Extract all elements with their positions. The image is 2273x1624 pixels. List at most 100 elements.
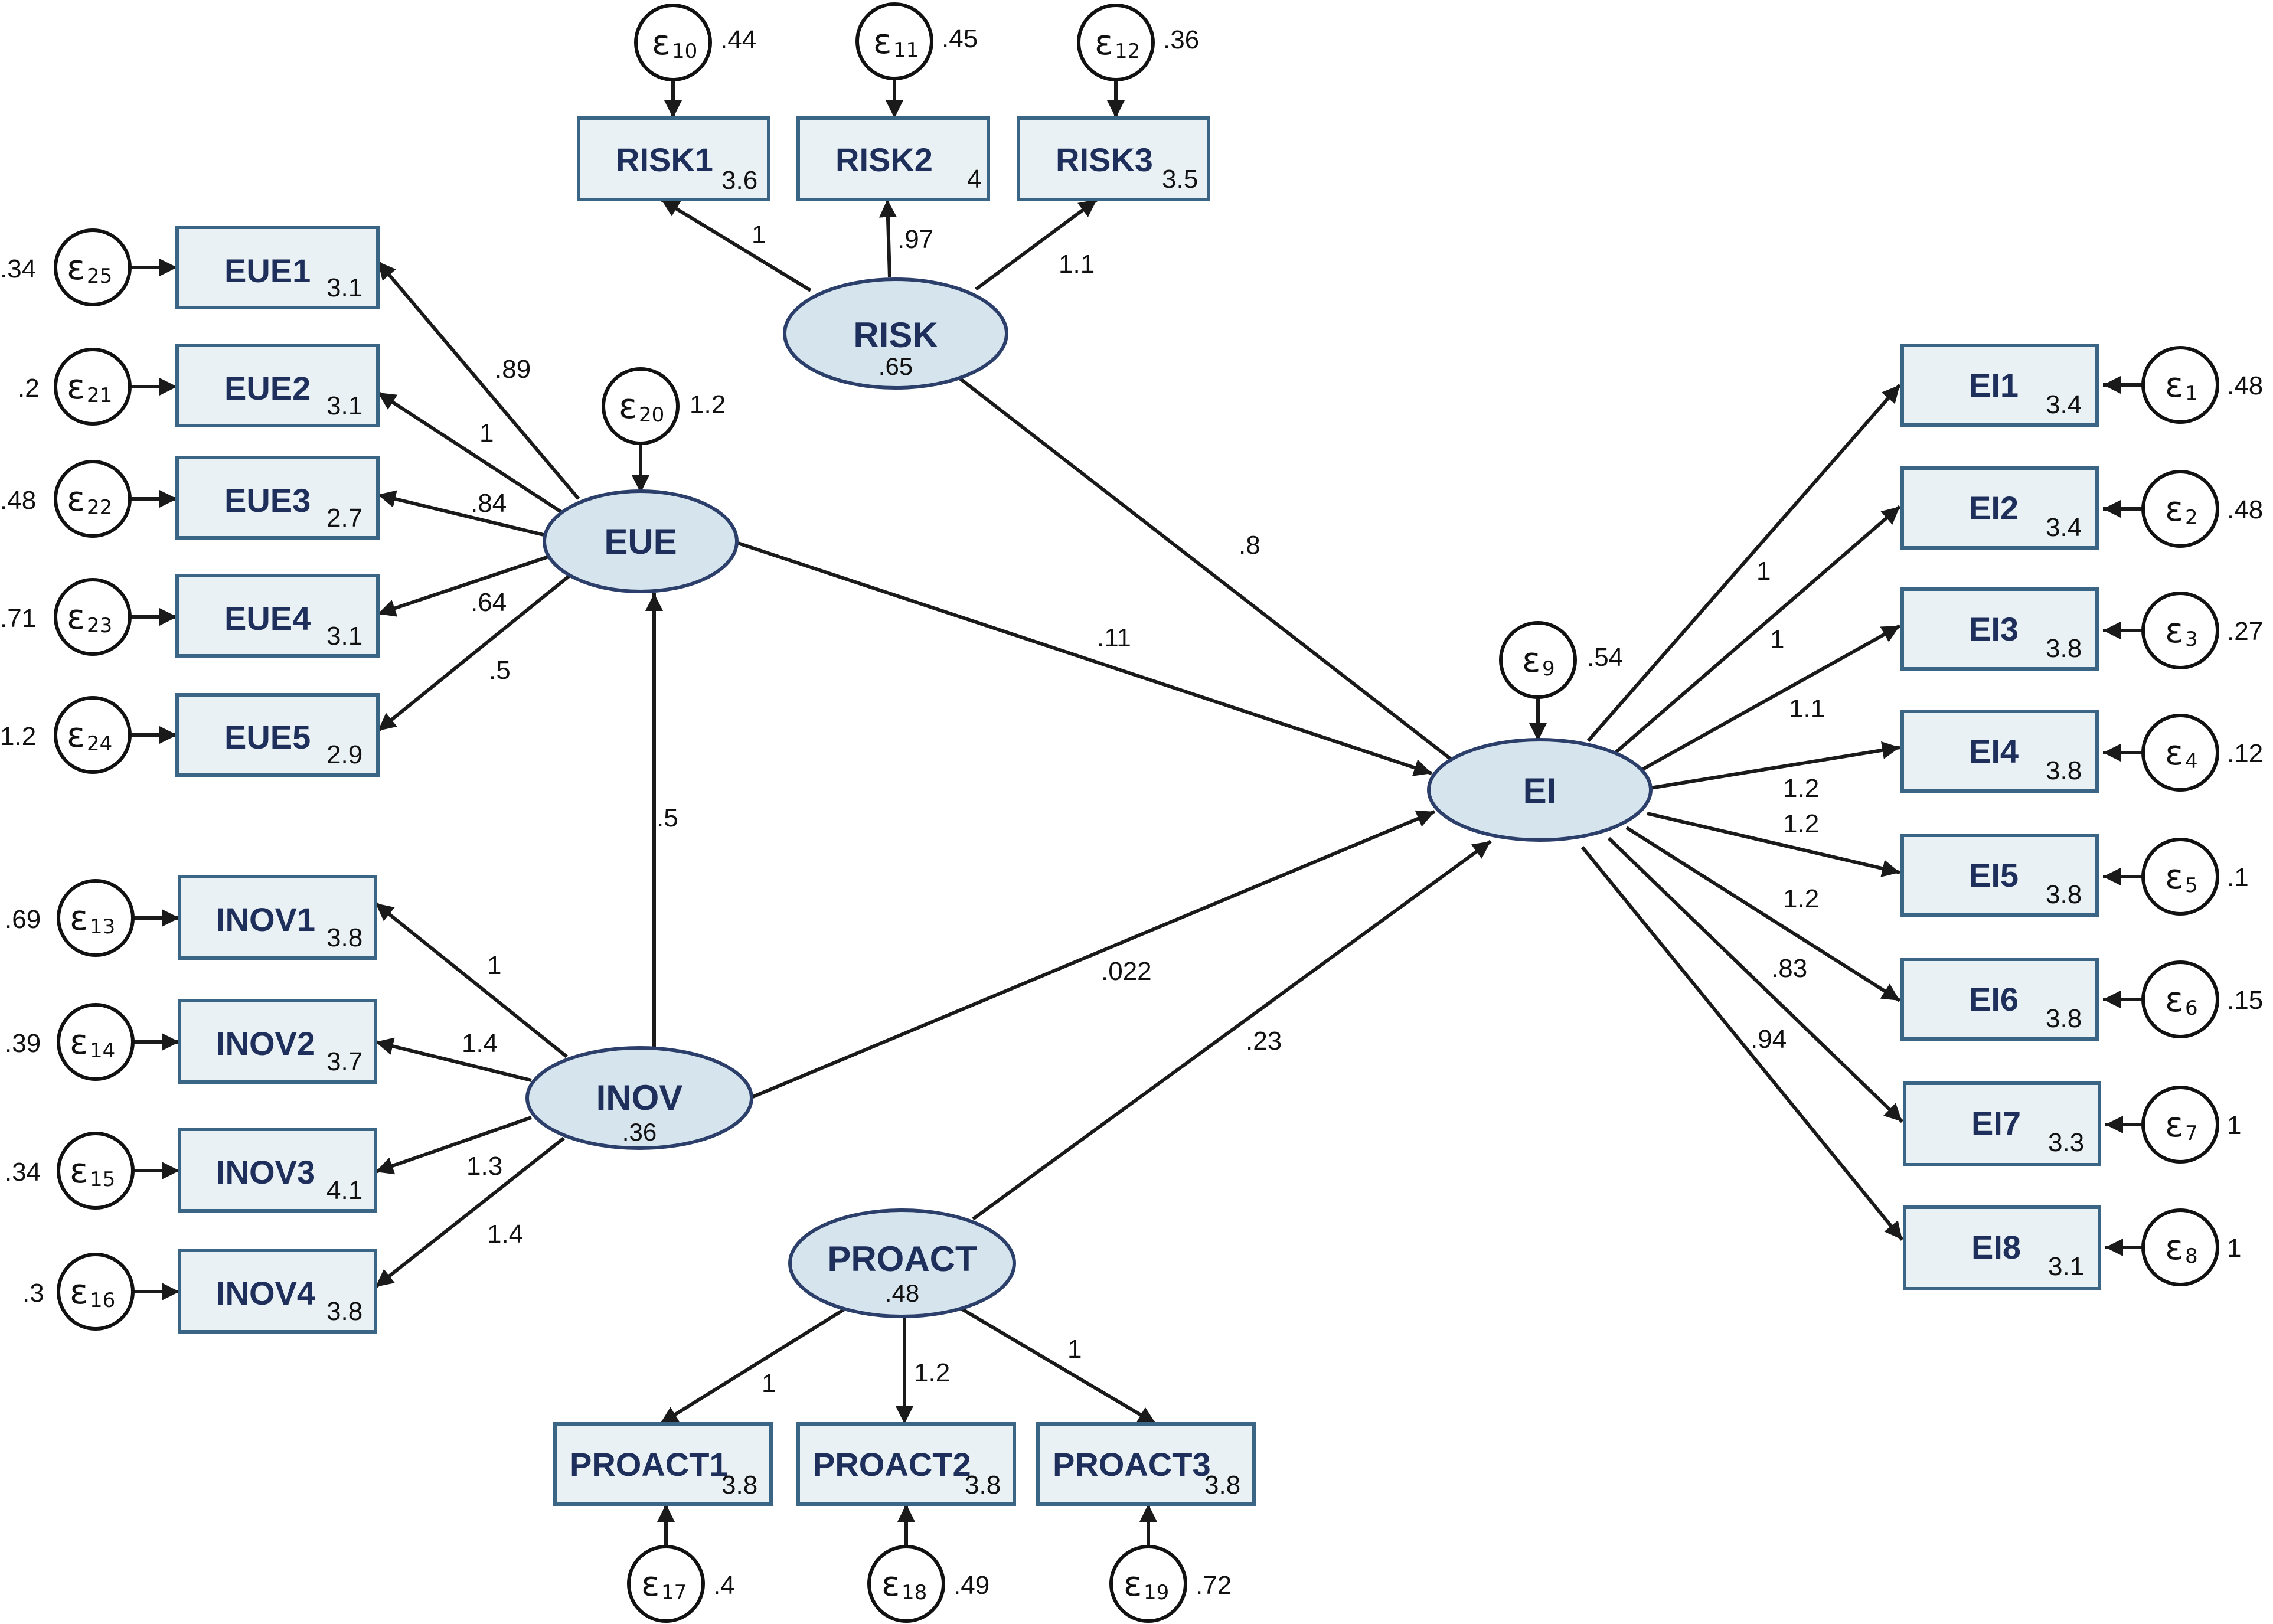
error-e18: ε 18 .49 bbox=[867, 1504, 989, 1623]
observed-EUE3-label: EUE3 bbox=[224, 482, 311, 519]
error-e9: ε 9 .54 bbox=[1499, 621, 1623, 741]
error-e1: ε 1 .48 bbox=[2103, 346, 2263, 424]
error-e2-symbol: ε bbox=[2165, 489, 2183, 529]
latent-PROACT-label: PROACT bbox=[827, 1239, 977, 1279]
observed-INOV2-intercept: 3.7 bbox=[326, 1047, 362, 1076]
observed-RISK3-label: RISK3 bbox=[1056, 141, 1153, 178]
latent-EI: EI bbox=[1427, 738, 1653, 842]
error-e19-sub: 19 bbox=[1144, 1581, 1169, 1605]
observed-EUE4-label: EUE4 bbox=[224, 600, 311, 637]
observed-PROACT2-label: PROACT2 bbox=[813, 1446, 971, 1483]
error-e8-value: 1 bbox=[2227, 1234, 2241, 1263]
path-proact-proact1: 1 bbox=[659, 1308, 845, 1426]
error-e17: ε 17 .4 bbox=[627, 1504, 735, 1623]
path-inov-inov3: 1.3 bbox=[375, 1116, 532, 1181]
error-e7-value: 1 bbox=[2227, 1111, 2241, 1140]
error-e1-sub: 1 bbox=[2185, 382, 2198, 406]
observed-RISK1-intercept: 3.6 bbox=[721, 166, 757, 195]
coef-inov-ei: .022 bbox=[1101, 957, 1152, 986]
coef-eue-eue2: 1 bbox=[479, 419, 494, 447]
error-e15: ε 15 .34 bbox=[5, 1132, 179, 1210]
observed-EI7-label: EI7 bbox=[1971, 1105, 2021, 1142]
error-e10: ε 10 .44 bbox=[634, 4, 756, 118]
error-e7: ε 7 1 bbox=[2105, 1086, 2241, 1164]
error-e20: ε 20 1.2 bbox=[602, 367, 726, 493]
observed-PROACT2: PROACT2 3.8 bbox=[796, 1422, 1016, 1506]
error-e23-sub: 23 bbox=[87, 614, 112, 638]
observed-EI3: EI3 3.8 bbox=[1900, 587, 2099, 671]
error-e23: ε 23 .71 bbox=[0, 578, 177, 656]
error-e24-value: 1.2 bbox=[0, 722, 36, 751]
path-ei-ei4: 1.2 bbox=[1650, 741, 1900, 803]
latent-EUE-label: EUE bbox=[604, 522, 677, 561]
observed-EI2: EI2 3.4 bbox=[1900, 466, 2099, 550]
observed-EI2-label: EI2 bbox=[1969, 489, 2019, 527]
observed-RISK3-intercept: 3.5 bbox=[1162, 165, 1198, 194]
path-ei-ei6: 1.2 bbox=[1625, 826, 1901, 1002]
error-e13: ε 13 .69 bbox=[5, 879, 179, 957]
error-e14: ε 14 .39 bbox=[5, 1003, 179, 1081]
coef-ei-ei3: 1.1 bbox=[1789, 694, 1825, 723]
path-ei-ei8: .94 bbox=[1580, 846, 1904, 1241]
observed-EUE1-label: EUE1 bbox=[224, 252, 311, 289]
path-inov-inov4: 1.4 bbox=[374, 1136, 565, 1289]
observed-INOV1-label: INOV1 bbox=[216, 901, 315, 938]
observed-INOV1-intercept: 3.8 bbox=[326, 923, 362, 952]
error-e9-value: .54 bbox=[1587, 643, 1623, 672]
observed-INOV4-intercept: 3.8 bbox=[326, 1297, 362, 1326]
observed-EI3-label: EI3 bbox=[1969, 610, 2019, 648]
error-e12-value: .36 bbox=[1163, 25, 1199, 54]
path-ei-ei3: 1.1 bbox=[1634, 624, 1901, 775]
path-inov-inov1: 1 bbox=[374, 901, 568, 1058]
error-e5-sub: 5 bbox=[2185, 874, 2198, 897]
coef-risk-risk3: 1.1 bbox=[1059, 250, 1095, 279]
error-e3-symbol: ε bbox=[2165, 610, 2183, 651]
error-e4-value: .12 bbox=[2227, 739, 2263, 768]
error-e11-value: .45 bbox=[942, 24, 978, 53]
error-e16-sub: 16 bbox=[90, 1289, 115, 1312]
path-ei-ei7: .83 bbox=[1607, 836, 1904, 1123]
error-e18-sub: 18 bbox=[902, 1581, 927, 1605]
path-risk-risk2: .97 bbox=[878, 199, 933, 278]
error-e7-symbol: ε bbox=[2165, 1105, 2183, 1145]
coef-eue-ei: .11 bbox=[1097, 623, 1131, 652]
error-e17-symbol: ε bbox=[641, 1564, 659, 1604]
path-risk-risk1: 1 bbox=[660, 198, 812, 292]
latent-RISK-label: RISK bbox=[853, 315, 938, 355]
observed-PROACT3-intercept: 3.8 bbox=[1204, 1471, 1240, 1499]
error-e5-symbol: ε bbox=[2165, 857, 2183, 897]
path-eue-eue5: .5 bbox=[377, 574, 571, 733]
coef-inov-inov2: 1.4 bbox=[462, 1029, 498, 1058]
observed-EUE1: EUE1 3.1 bbox=[175, 226, 380, 309]
observed-PROACT2-intercept: 3.8 bbox=[965, 1471, 1001, 1499]
observed-RISK2-label: RISK2 bbox=[835, 141, 933, 178]
error-e16-symbol: ε bbox=[70, 1272, 88, 1312]
path-proact-ei: .23 bbox=[972, 839, 1492, 1221]
error-e5-value: .1 bbox=[2227, 863, 2249, 892]
observed-EI5-label: EI5 bbox=[1969, 857, 2019, 894]
observed-RISK2-intercept: 4 bbox=[967, 165, 981, 194]
error-e24-symbol: ε bbox=[67, 715, 85, 755]
latent-PROACT: PROACT .48 bbox=[788, 1208, 1016, 1318]
path-ei-ei5: 1.2 bbox=[1647, 809, 1900, 877]
observed-RISK1: RISK1 3.6 bbox=[577, 116, 770, 201]
error-e16-value: .3 bbox=[22, 1279, 44, 1308]
error-e25-value: .34 bbox=[0, 254, 36, 283]
error-e25-sub: 25 bbox=[87, 264, 112, 288]
error-e24: ε 24 1.2 bbox=[0, 696, 177, 774]
observed-EUE4-intercept: 3.1 bbox=[326, 622, 362, 651]
error-e8: ε 8 1 bbox=[2105, 1208, 2241, 1286]
error-e20-symbol: ε bbox=[619, 386, 637, 426]
coef-proact-proact2: 1.2 bbox=[914, 1358, 950, 1387]
observed-EI8-intercept: 3.1 bbox=[2048, 1252, 2084, 1281]
observed-PROACT1-intercept: 3.8 bbox=[721, 1471, 757, 1499]
path-ei-ei2: 1 bbox=[1609, 505, 1901, 759]
error-e10-value: .44 bbox=[720, 25, 756, 54]
path-ei-ei1: 1 bbox=[1586, 384, 1902, 742]
coef-eue-eue1: .89 bbox=[495, 355, 531, 384]
coef-eue-eue3: .84 bbox=[471, 489, 507, 518]
error-e13-symbol: ε bbox=[70, 898, 88, 938]
error-e22-symbol: ε bbox=[67, 479, 85, 519]
coef-inov-inov1: 1 bbox=[487, 951, 501, 980]
latent-PROACT-variance: .48 bbox=[885, 1279, 919, 1307]
